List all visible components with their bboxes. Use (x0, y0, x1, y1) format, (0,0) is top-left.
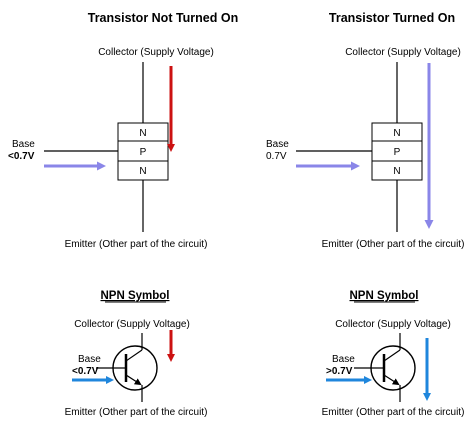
off-npn-symbol: NPN Symbol Collector (Supply Voltage) Em… (65, 290, 208, 418)
off-symbol-collector-diag (125, 349, 143, 362)
off-layer-n1: N (139, 128, 146, 139)
on-symbol-title: NPN Symbol (349, 290, 418, 302)
on-base-voltage: 0.7V (266, 151, 287, 162)
on-panel-title: Transistor Turned On (329, 11, 455, 25)
off-layer-p: P (140, 147, 147, 158)
off-base-label: Base (12, 139, 35, 150)
on-symbol-collector-label: Collector (Supply Voltage) (335, 319, 451, 330)
on-panel: Transistor Turned On Collector (Supply V… (266, 11, 464, 250)
on-emitter-label: Emitter (Other part of the circuit) (322, 239, 465, 250)
on-symbol-collector-diag (383, 349, 401, 362)
on-symbol-emitter-diag (383, 374, 400, 386)
on-symbol-emitter-label: Emitter (Other part of the circuit) (322, 407, 465, 418)
off-panel-title: Transistor Not Turned On (88, 11, 238, 25)
off-base-voltage: <0.7V (8, 151, 35, 162)
off-symbol-base-voltage: <0.7V (72, 366, 99, 377)
on-layer-n2: N (393, 166, 400, 177)
off-panel: Transistor Not Turned On Collector (Supp… (8, 11, 238, 250)
on-collector-label: Collector (Supply Voltage) (345, 47, 461, 58)
on-layer-p: P (394, 147, 401, 158)
off-symbol-base-label: Base (78, 354, 101, 365)
off-symbol-emitter-diag (125, 374, 142, 386)
on-symbol-base-label: Base (332, 354, 355, 365)
on-symbol-base-voltage: >0.7V (326, 366, 353, 377)
off-layer-n2: N (139, 166, 146, 177)
off-symbol-title: NPN Symbol (100, 290, 169, 302)
off-collector-label: Collector (Supply Voltage) (98, 47, 214, 58)
on-npn-symbol: NPN Symbol Collector (Supply Voltage) Em… (322, 290, 465, 418)
on-layer-n1: N (393, 128, 400, 139)
off-symbol-collector-label: Collector (Supply Voltage) (74, 319, 190, 330)
on-base-label: Base (266, 139, 289, 150)
off-emitter-label: Emitter (Other part of the circuit) (65, 239, 208, 250)
off-symbol-emitter-label: Emitter (Other part of the circuit) (65, 407, 208, 418)
